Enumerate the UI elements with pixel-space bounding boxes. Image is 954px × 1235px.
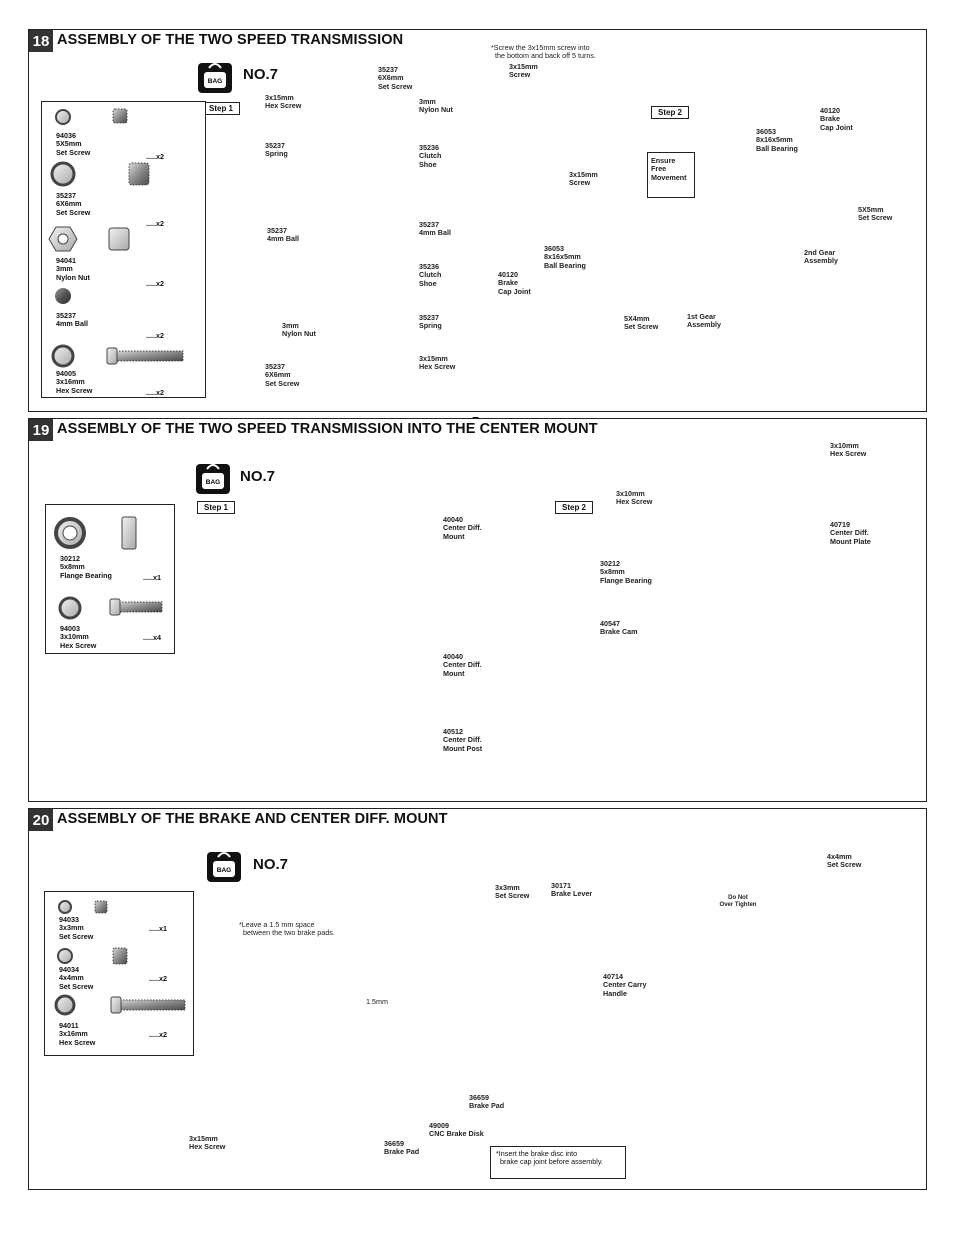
label-clutch-shoe-bottom: 35236 Clutch Shoe [419, 262, 442, 288]
step-number: 18 [29, 30, 53, 52]
label-hex-screw-top: 3x15mm Hex Screw [265, 93, 302, 111]
label-ball-left: 35237 4mm Ball [267, 226, 299, 244]
part-qty: .....x2 [149, 1030, 167, 1039]
part-qty: .....x2 [146, 219, 164, 228]
bag-number: NO.7 [243, 66, 279, 83]
parts-icons [48, 108, 184, 368]
label-first-gear: 1st Gear Assembly [687, 312, 721, 330]
bag-icon: BAG [207, 852, 241, 882]
step-number: 19 [29, 419, 53, 441]
step-title: ASSEMBLY OF THE TWO SPEED TRANSMISSION [57, 32, 404, 48]
parts-icons [54, 516, 163, 620]
label-bearing-top: 36053 8x16x5mm Ball Bearing [756, 127, 798, 153]
label-set-screw-top: 35237 6X6mm Set Screw [378, 65, 413, 91]
insert-note: *Insert the brake disc into brake cap jo… [490, 1146, 626, 1179]
screw-cement-label: Screw Cement [435, 902, 457, 922]
part-qty: .....x1 [143, 573, 161, 582]
bag-icon: BAG [198, 63, 232, 93]
label-set-screw-5x4: 5X4mm Set Screw [624, 314, 659, 332]
label-brake-cap-bottom: 40120 Brake Cap Joint [498, 270, 531, 296]
label-flange-bearing: 30212 5x8mm Flange Bearing [600, 559, 652, 585]
label-brake-cap-top: 40120 Brake Cap Joint [820, 106, 853, 132]
label-spring-left: 35237 Spring [265, 141, 288, 159]
label-hex-screw-left: 3x10mm Hex Screw [616, 489, 653, 507]
callout-note: *Screw the 3x15mm screw into the bottom … [491, 43, 596, 61]
step-title: ASSEMBLY OF THE BRAKE AND CENTER DIFF. M… [57, 811, 448, 827]
label-ball-right: 35237 4mm Ball [419, 220, 451, 238]
label-brake-cam: 40547 Brake Cam [600, 619, 638, 637]
label-mount-top: 40040 Center Diff. Mount [443, 515, 482, 541]
svg-text:BAG: BAG [217, 867, 231, 874]
label-hex-screw-right: 3x10mm Hex Screw [830, 441, 867, 459]
screw-cement-label: Screw Cement [557, 347, 581, 367]
gap-note: *Leave a 1.5 mm space between the two br… [239, 920, 335, 938]
screw-cement-label: Screw Cement [902, 132, 920, 156]
step-number: 20 [29, 809, 53, 831]
label-brake-lever: 30171 Brake Lever [551, 881, 593, 899]
bag-icon: BAG [196, 464, 230, 494]
label-hex-screw: 3x15mm Hex Screw [189, 1134, 226, 1152]
callout-screw-top: 3x15mm Screw [509, 62, 538, 80]
step-tag: Step 2 [651, 106, 690, 119]
ensure-free-movement: Ensure Free Movement [647, 152, 695, 198]
step-tag: Step 2 [555, 501, 594, 514]
part-qty: .....x2 [146, 152, 164, 161]
callout-screw-bottom: 3x15mm Screw [569, 170, 598, 188]
part-qty: .....x2 [146, 331, 164, 340]
label-hex-screw-bottom: 3x15mm Hex Screw [419, 354, 456, 372]
label-brake-pad-left: 36659 Brake Pad [384, 1139, 420, 1157]
step-title: ASSEMBLY OF THE TWO SPEED TRANSMISSION I… [57, 421, 598, 437]
part-qty: .....x4 [143, 633, 161, 642]
label-set-screw-bottom: 35237 6X6mm Set Screw [265, 362, 300, 388]
label-set-screw-3x3: 3x3mm Set Screw [495, 883, 530, 901]
parts-icons [54, 900, 186, 1016]
gap-measure: 1.5mm [366, 997, 388, 1006]
step-tag: Step 1 [202, 102, 241, 115]
label-second-gear: 2nd Gear Assembly [804, 248, 838, 266]
bag-number: NO.7 [240, 468, 276, 485]
step-tag: Step 1 [197, 501, 236, 514]
label-bearing-bottom: 36053 8x16x5mm Ball Bearing [544, 244, 586, 270]
label-set-screw-5x5: 5X5mm Set Screw [858, 205, 893, 223]
label-nylon-nut-top: 3mm Nylon Nut [419, 97, 453, 115]
part-qty: .....x2 [146, 388, 164, 397]
svg-text:BAG: BAG [206, 479, 220, 486]
label-nylon-nut-bottom: 3mm Nylon Nut [282, 321, 316, 339]
label-brake-disk: 49009 CNC Brake Disk [429, 1121, 484, 1139]
label-clutch-shoe-top: 35236 Clutch Shoe [419, 143, 442, 169]
part-qty: .....x2 [149, 974, 167, 983]
label-mount-plate: 40719 Center Diff. Mount Plate [830, 520, 871, 546]
part-qty: .....x2 [146, 279, 164, 288]
label-mount-bottom: 40040 Center Diff. Mount [443, 652, 482, 678]
bag-number: NO.7 [253, 856, 289, 873]
part-qty: .....x1 [149, 924, 167, 933]
label-mount-post: 40512 Center Diff. Mount Post [443, 727, 483, 753]
label-do-not-over-tighten: Do Not Over Tighten [719, 895, 757, 908]
svg-text:BAG: BAG [208, 78, 222, 85]
label-set-screw-4x4: 4x4mm Set Screw [827, 852, 862, 870]
step20-panel: 20 ASSEMBLY OF THE BRAKE AND CENTER DIFF… [28, 808, 927, 1190]
label-spring-right: 35237 Spring [419, 313, 442, 331]
label-brake-pad-right: 36659 Brake Pad [469, 1093, 505, 1111]
step18-panel: 18 ASSEMBLY OF THE TWO SPEED TRANSMISSIO… [28, 29, 927, 412]
label-carry-handle: 40714 Center Carry Handle [603, 972, 647, 998]
step19-panel: 19 ASSEMBLY OF THE TWO SPEED TRANSMISSIO… [28, 418, 927, 802]
